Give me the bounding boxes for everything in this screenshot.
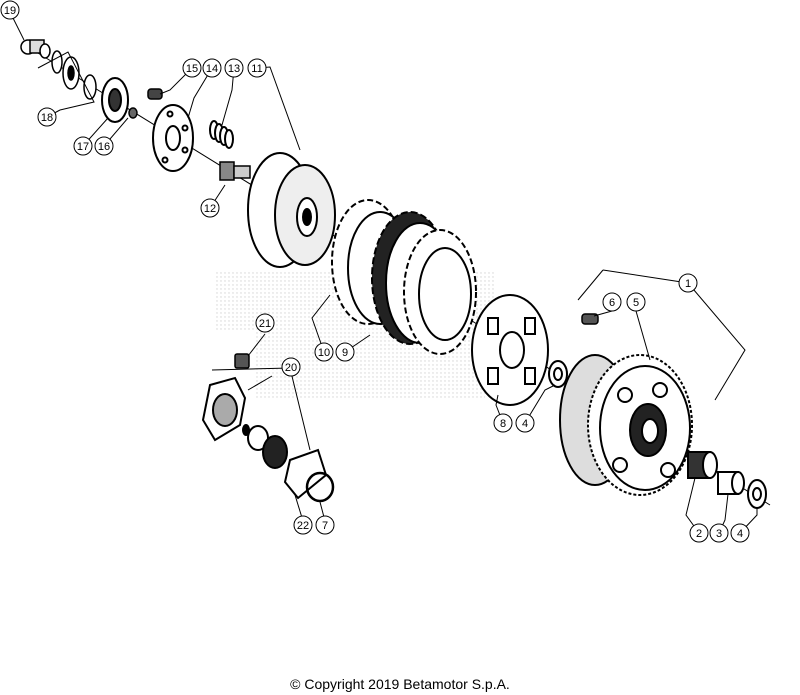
callout-label: 6 [609, 297, 615, 309]
callout-label: 9 [342, 347, 348, 359]
callout-c4b: 4 [515, 413, 535, 433]
part-4-washer [548, 360, 568, 388]
callout-circle [335, 342, 355, 362]
callout-c16: 16 [94, 136, 114, 156]
part-7-o-ring [305, 471, 335, 503]
callout-c14: 14 [202, 58, 222, 78]
part-16-nut [128, 107, 138, 119]
part-19-bolt [20, 39, 51, 59]
part-18-bearing-set [51, 50, 97, 100]
part-21-bleeder [234, 353, 250, 369]
callout-label: 4 [737, 528, 743, 540]
callout-label: 12 [204, 203, 216, 215]
callout-circle [515, 413, 535, 433]
callout-label: 4 [522, 418, 528, 430]
callout-c10: 10 [314, 342, 334, 362]
part-4-washer-end [747, 479, 767, 509]
callout-c13: 13 [224, 58, 244, 78]
callout-label: 21 [259, 318, 271, 330]
callout-c1: 1 [678, 273, 698, 293]
callout-circle [255, 313, 275, 333]
callout-circle [73, 136, 93, 156]
callout-c7: 7 [315, 515, 335, 535]
callout-label: 7 [322, 520, 328, 532]
part-3-bushing [717, 471, 745, 495]
part-14-spring-plate [152, 104, 194, 172]
callout-circle [0, 0, 20, 20]
callout-circle [293, 515, 313, 535]
leader-lines [12, 17, 758, 534]
callout-circle [626, 292, 646, 312]
callout-label: 8 [500, 418, 506, 430]
callout-circle [202, 58, 222, 78]
callout-label: 10 [318, 347, 330, 359]
part-20-slave-cylinder [201, 376, 288, 469]
callout-circle [709, 523, 729, 543]
callout-c22: 22 [293, 515, 313, 535]
callout-c17: 17 [73, 136, 93, 156]
callout-c6: 6 [602, 292, 622, 312]
callout-label: 22 [297, 520, 309, 532]
part-10-9-disks [331, 199, 477, 355]
callout-c5: 5 [626, 292, 646, 312]
part-1-5-clutch-basket [559, 354, 693, 496]
callout-circle [247, 58, 267, 78]
callout-c19: 19 [0, 0, 20, 20]
callout-circle [94, 136, 114, 156]
callout-c20: 20 [281, 357, 301, 377]
callout-c9: 9 [335, 342, 355, 362]
callout-circle [182, 58, 202, 78]
callout-label: 3 [716, 528, 722, 540]
callout-c12: 12 [200, 198, 220, 218]
part-12-stud [219, 161, 251, 181]
part-8-pressure-disk [471, 294, 549, 406]
callout-circle [37, 107, 57, 127]
callout-c3: 3 [709, 523, 729, 543]
callout-label: 1 [685, 278, 691, 290]
callout-label: 19 [4, 5, 16, 17]
callout-circle [314, 342, 334, 362]
callout-circle [315, 515, 335, 535]
callout-circle [678, 273, 698, 293]
callout-label: 11 [251, 63, 262, 75]
callout-label: 13 [228, 63, 240, 75]
callout-c8: 8 [493, 413, 513, 433]
callout-c18: 18 [37, 107, 57, 127]
callout-label: 18 [41, 112, 53, 124]
part-11-inner-hub [247, 152, 336, 268]
callout-label: 5 [633, 297, 639, 309]
callout-label: 14 [206, 63, 218, 75]
callout-circle [224, 58, 244, 78]
part-15-bolt [147, 88, 163, 100]
part-13-springs [209, 120, 234, 149]
part-6-screw [581, 313, 599, 325]
callout-c15: 15 [182, 58, 202, 78]
callout-label: 17 [77, 141, 89, 153]
callout-c2: 2 [689, 523, 709, 543]
callout-label: 20 [285, 362, 297, 374]
callout-c21: 21 [255, 313, 275, 333]
callout-circle [730, 523, 750, 543]
callout-circle [493, 413, 513, 433]
part-2-bearing [687, 451, 718, 479]
part-17-plate [101, 77, 129, 123]
callout-c11: 11 [247, 58, 267, 78]
callout-circle [200, 198, 220, 218]
part-22-gasket [283, 448, 328, 500]
copyright-footer: © Copyright 2019 Betamotor S.p.A. [290, 676, 510, 692]
callout-label: 2 [696, 528, 702, 540]
callout-c4a: 4 [730, 523, 750, 543]
callout-label: 16 [98, 141, 110, 153]
callout-label: 15 [186, 63, 198, 75]
callout-circle [281, 357, 301, 377]
callout-circle [689, 523, 709, 543]
callout-circle [602, 292, 622, 312]
